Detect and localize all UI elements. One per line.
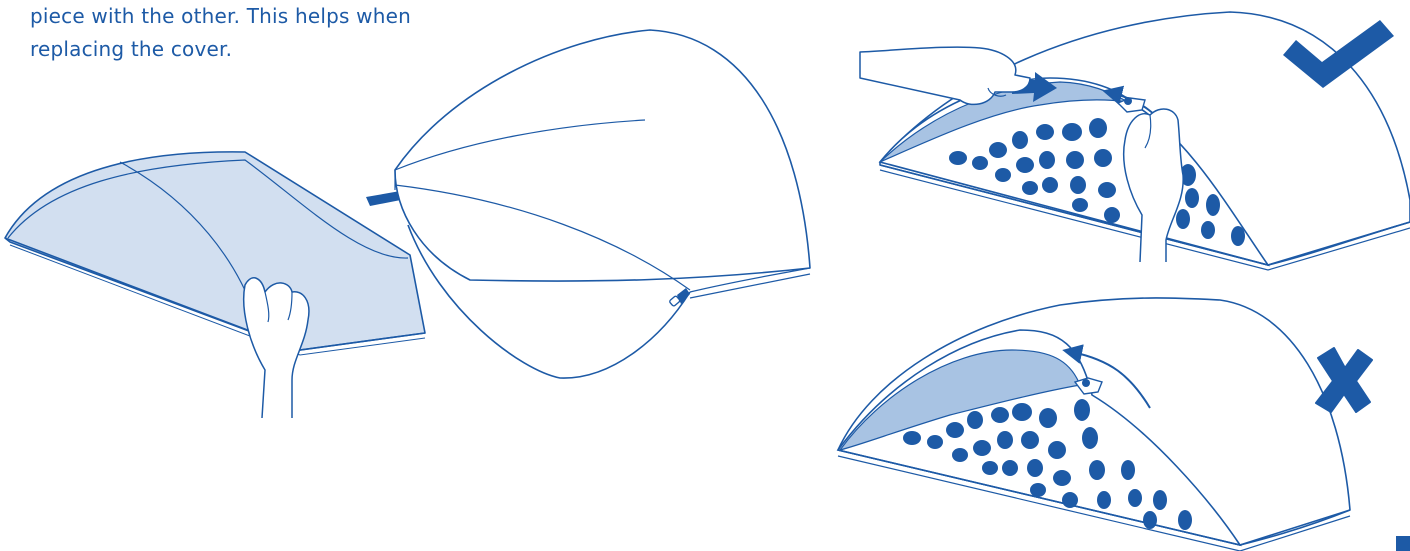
cross-icon — [1316, 348, 1372, 412]
page-tab-marker — [1396, 536, 1410, 551]
cover-dome-center — [395, 30, 810, 378]
removed-cover-piece — [5, 152, 425, 355]
incorrect-method-illustration — [838, 298, 1350, 551]
hand-left — [244, 278, 309, 418]
hand-right-top-upper — [860, 47, 1030, 104]
